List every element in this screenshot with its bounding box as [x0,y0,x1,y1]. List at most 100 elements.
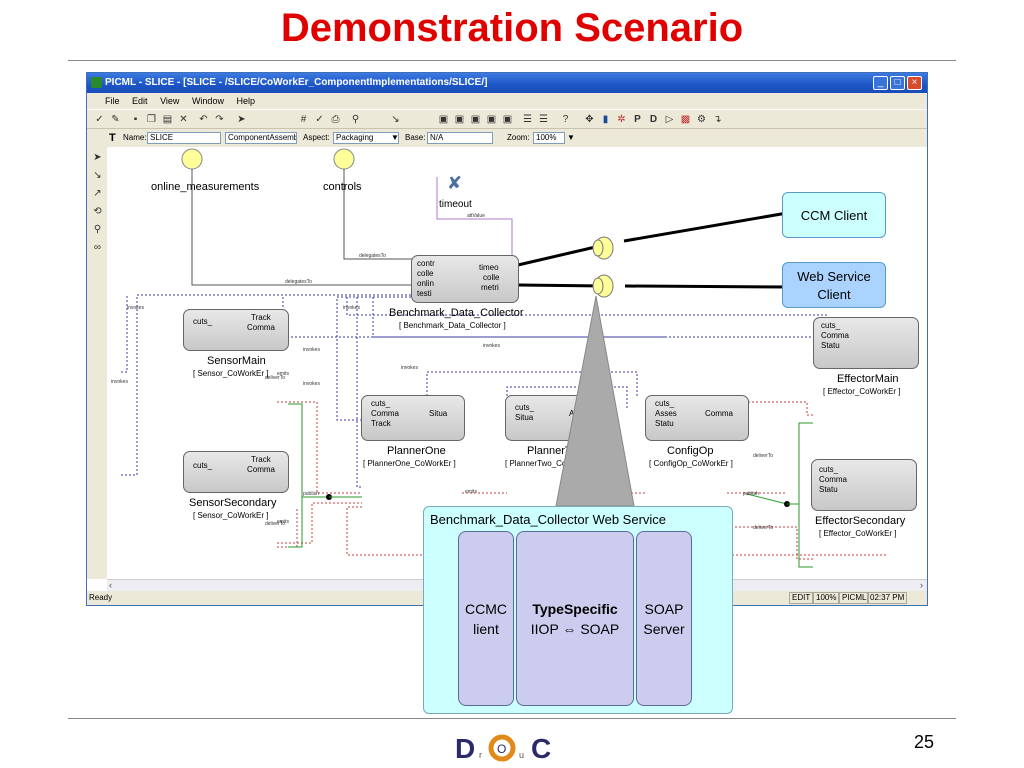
save-icon[interactable]: ▪ [133,114,138,125]
web-service-client-box: Web Service Client [782,262,886,308]
close-button[interactable]: × [907,76,922,90]
type-specific-line2: IIOP ⇔ SOAP [530,620,620,637]
controls-label: controls [323,181,362,193]
planner-one-component[interactable] [361,395,465,441]
tool-f-icon[interactable]: ↴ [713,114,722,125]
tool-e-icon[interactable]: ⚙ [697,114,706,125]
sensor-secondary-type: [ Sensor_CoWorkEr ] [193,511,269,520]
collector-port-colle: colle [417,269,434,278]
deliverto-label-3: deliverTo [753,453,774,459]
select-tool-icon[interactable]: ➤ [93,152,102,163]
view3-icon[interactable]: ▣ [470,114,481,125]
pointer-icon[interactable]: ➤ [237,114,246,125]
menu-file[interactable]: File [105,96,120,106]
aspect-chevron-down-icon[interactable]: ▼ [391,133,399,142]
connect-tool-icon[interactable]: ↘ [93,170,102,181]
config-op-type: [ ConfigOp_CoWorkEr ] [649,459,733,468]
minimize-button[interactable]: _ [873,76,888,90]
collector-port-timeo: timeo [479,263,499,272]
logo-c: C [531,733,551,763]
zoom-chevron-down-icon[interactable]: ▼ [567,133,575,142]
tool-b-icon[interactable]: ✲ [617,114,626,125]
menu-view[interactable]: View [160,96,180,106]
view5-icon[interactable]: ▣ [502,114,513,125]
wrench-icon: ✘ [447,173,463,193]
view4-icon[interactable]: ▣ [486,114,497,125]
window-title: PICML - SLICE - [SLICE - /SLICE/CoWorkEr… [105,77,488,88]
ccm-client-label: CCM Client [800,208,868,223]
menu-edit[interactable]: Edit [132,96,148,106]
binoculars-icon[interactable]: ⚲ [351,114,360,125]
attvalue-label: attValue [467,213,485,219]
plug-icon-2 [592,274,614,298]
window-titlebar[interactable]: PICML - SLICE - [SLICE - /SLICE/CoWorkEr… [87,73,927,93]
menu-help[interactable]: Help [236,96,255,106]
zoom-tool-icon[interactable]: ⚲ [93,224,102,235]
check-icon[interactable]: ✓ [95,114,104,125]
planner-one-port-track: Track [371,419,391,428]
collector-port-colle-out: colle [483,273,500,282]
sensor-main-component[interactable] [183,309,289,351]
help-icon[interactable]: ? [562,114,569,125]
benchmark-data-collector-component[interactable] [411,255,519,303]
collector-port-testi: testi [417,289,432,298]
view2-icon[interactable]: ▣ [454,114,465,125]
zoom-select[interactable]: 100% [533,132,565,144]
set-tool-icon[interactable]: ⟲ [93,206,102,217]
delete-icon[interactable]: ✕ [179,114,188,125]
tool-c-icon[interactable]: ▷ [665,114,674,125]
sensor-secondary-port-comma: Comma [247,465,276,474]
copy-icon[interactable]: ❐ [147,114,156,125]
web-service-client-line2: Client [817,287,851,302]
effector-main-component[interactable] [813,317,919,369]
grid-icon[interactable]: # [300,114,307,125]
sensor-secondary-component[interactable] [183,451,289,493]
pen-icon[interactable]: ✎ [111,114,120,125]
menu-window[interactable]: Window [191,96,224,106]
logo-d: D [455,733,475,763]
planner-one-port-cuts: cuts_ [371,399,391,408]
slide-title: Demonstration Scenario [280,6,744,50]
scroll-right-icon[interactable]: › [920,580,923,590]
view1-icon[interactable]: ▣ [438,114,449,125]
aspect-select[interactable]: Packaging [333,132,399,144]
config-op-component[interactable] [645,395,749,441]
paste-icon[interactable]: ▤ [162,114,173,125]
panel-title: Benchmark_Data_Collector Web Service [430,512,667,527]
name-field[interactable]: SLICE [147,132,221,144]
print-icon[interactable]: ⎙ [331,114,340,125]
online-measurements-label: online_measurements [151,181,260,193]
effector-secondary-name: EffectorSecondary [815,515,906,527]
visualize-tool-icon[interactable]: ∞ [93,242,102,253]
invokes-label-6: invokes [401,365,418,371]
collector-port-metri: metri [481,283,499,292]
disconnect-tool-icon[interactable]: ↗ [93,188,102,199]
validate-icon[interactable]: ✓ [315,114,324,125]
p-icon[interactable]: P [634,114,641,125]
redo-icon[interactable]: ↷ [215,114,224,125]
planner-two-port-cuts: cuts_ [515,403,535,412]
deliverto-label-2: deliverTo [265,521,286,527]
chart-icon[interactable]: ▮ [602,114,609,125]
sensor-main-port-cuts: cuts_ [193,317,213,326]
scroll-left-icon[interactable]: ‹ [109,580,112,590]
list1-icon[interactable]: ☰ [523,114,532,125]
delegates-to-label-1: delegatesTo [359,253,386,259]
toolbar: ✓ ✎ ▪ ❐ ▤ ✕ ↶ ↷ ➤ # ✓ ⎙ ⚲ ↘ ▣ ▣ ▣ ▣ ▣ ☰ … [87,109,927,129]
undo-icon[interactable]: ↶ [199,114,208,125]
effector-secondary-component[interactable] [811,459,917,511]
connect-icon[interactable]: ↘ [391,114,400,125]
collector-port-contr: contr [417,259,435,268]
deliverto-label-1: deliverTo [265,375,286,381]
d-icon[interactable]: D [649,114,658,125]
logo-u: u [519,750,524,760]
collector-type: [ Benchmark_Data_Collector ] [399,321,506,330]
tool-d-icon[interactable]: ▩ [680,114,691,125]
tool-a-icon[interactable]: ✥ [585,114,594,125]
maximize-button[interactable]: □ [890,76,905,90]
effector-main-port-comma: Comma [821,331,850,340]
invokes-label-3: invokes [483,343,500,349]
config-op-port-asses: Asses [655,409,677,418]
list2-icon[interactable]: ☰ [539,114,548,125]
